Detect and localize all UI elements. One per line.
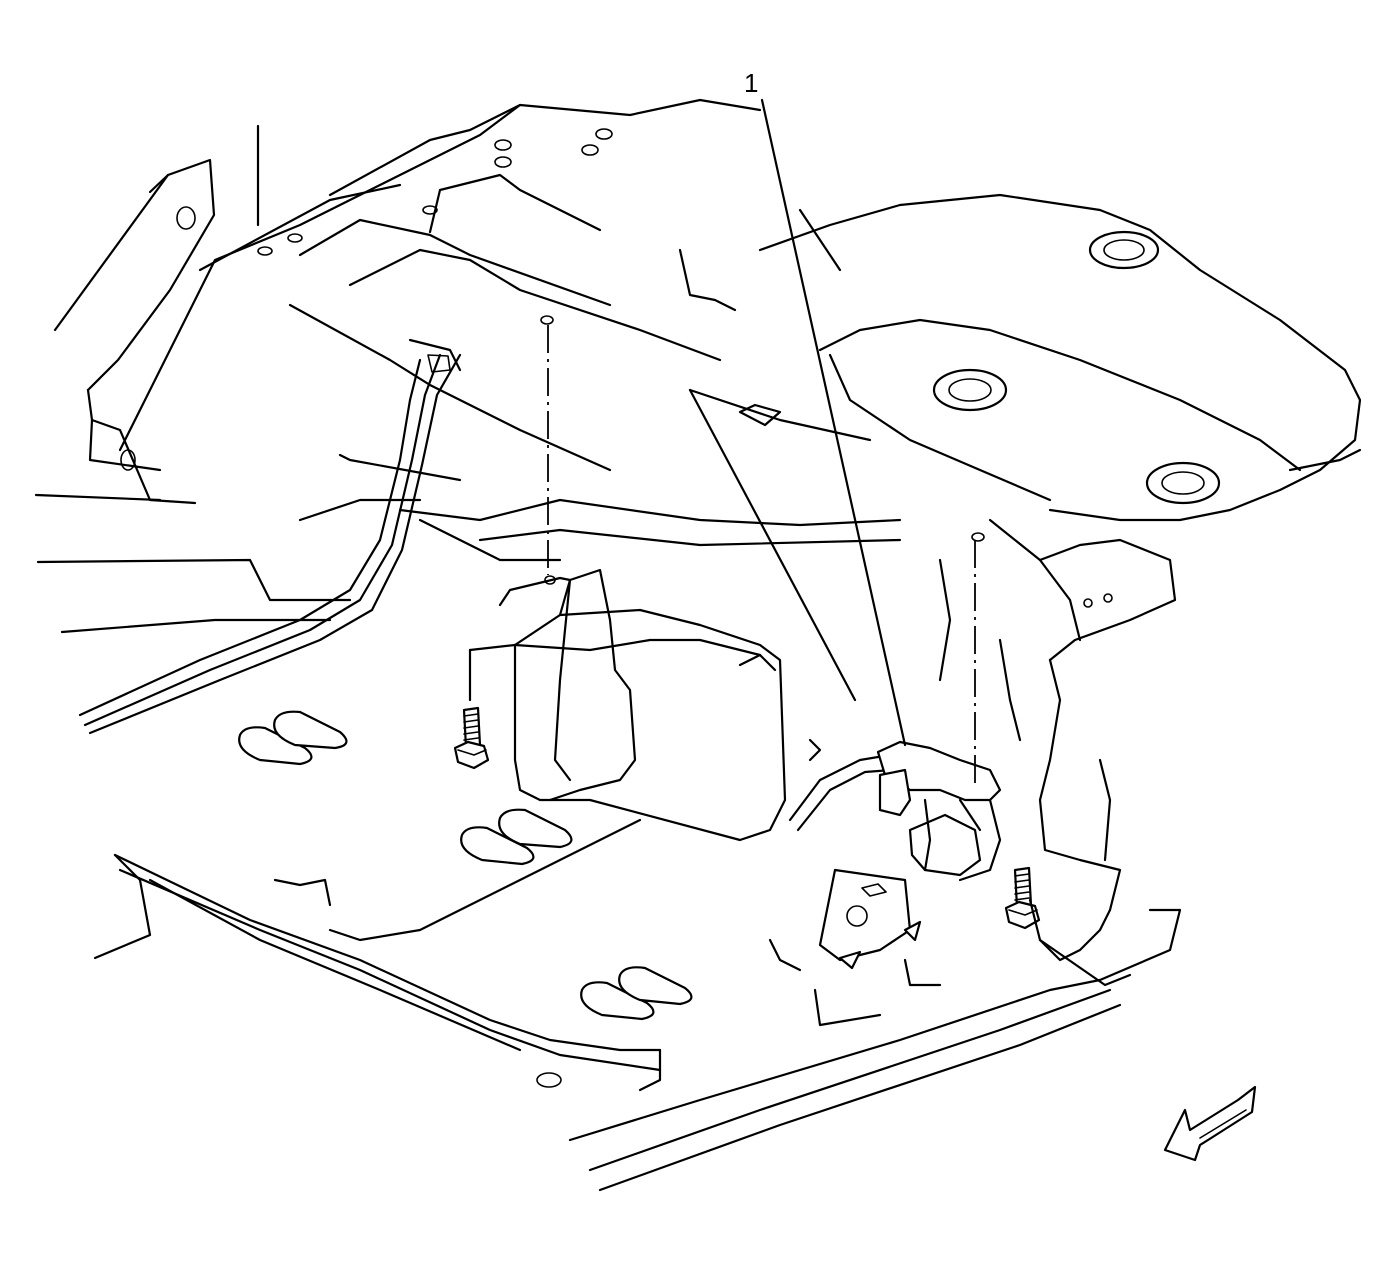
center-structure <box>298 388 902 702</box>
callout-number-1: 1 <box>744 68 759 98</box>
rear-frame-crossmember <box>257 98 762 472</box>
right-frame-rail <box>938 518 1177 987</box>
floor-pan <box>93 710 1182 1192</box>
fuel-tank-shield <box>758 193 1362 522</box>
left-frame-rail <box>34 103 522 634</box>
fuel-lines <box>78 338 462 735</box>
canister-bracket <box>768 868 942 1027</box>
evap-canister <box>468 568 822 842</box>
mounting-bolt-left <box>453 706 490 770</box>
canister-vent-solenoid <box>788 740 1002 882</box>
callout-leader-line <box>760 98 907 747</box>
front-direction-arrow-icon <box>1163 1085 1257 1162</box>
